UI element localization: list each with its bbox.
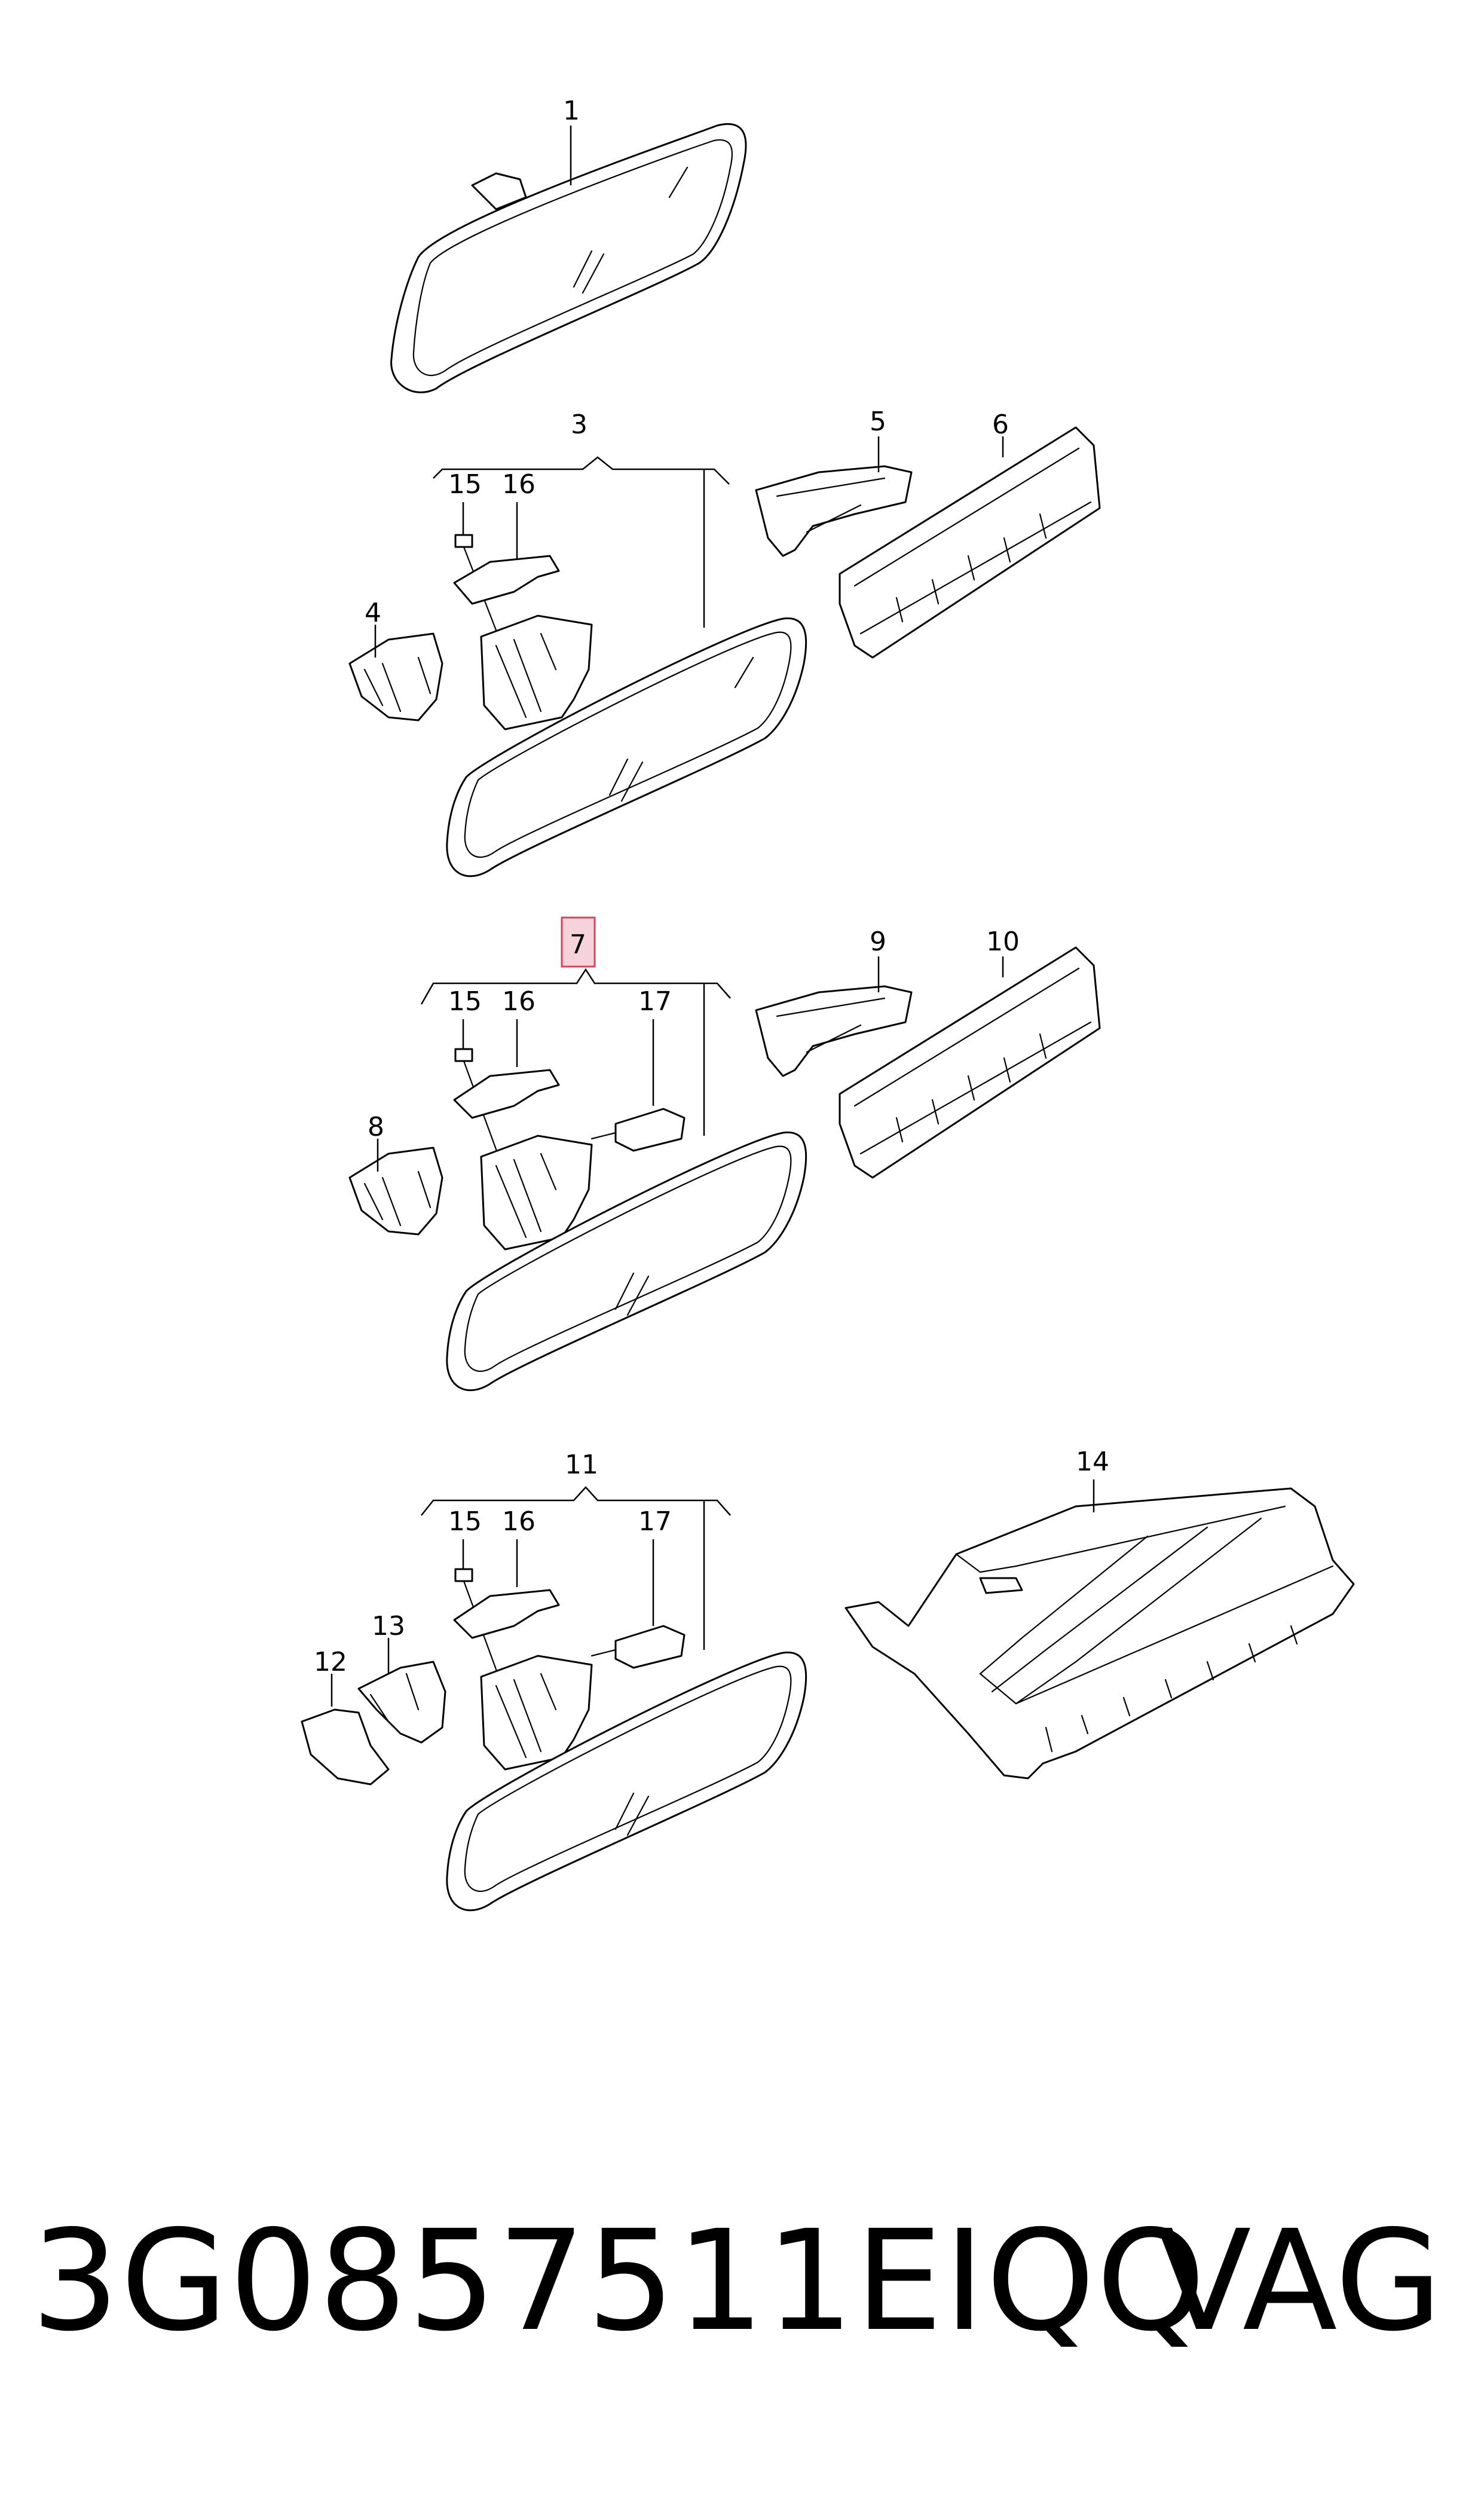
label-16: 16: [502, 986, 536, 1017]
label-14: 14: [1076, 1447, 1109, 1477]
label-15: 15: [448, 986, 482, 1017]
assembly-group-3: 3 15 16 4 5 6: [348, 406, 1101, 878]
label-9: 9: [870, 927, 886, 957]
label-12: 12: [314, 1647, 347, 1677]
label-16: 16: [502, 1506, 536, 1537]
label-3: 3: [571, 409, 588, 440]
label-11: 11: [565, 1450, 598, 1480]
label-1: 1: [563, 96, 580, 126]
label-8: 8: [368, 1112, 384, 1142]
label-15: 15: [448, 1506, 482, 1537]
label-17: 17: [638, 986, 672, 1017]
label-7-highlight: [561, 916, 596, 968]
label-5: 5: [870, 406, 886, 437]
mirror-part-1: 1: [390, 96, 747, 393]
part-number: 3G0857511EIQQ: [31, 2200, 1207, 2362]
label-13: 13: [372, 1611, 405, 1641]
label-16: 16: [502, 469, 536, 500]
label-7: 7: [570, 930, 586, 960]
label-10: 10: [986, 927, 1020, 957]
assembly-group-7: 7 15 16 17 8 9 10: [348, 916, 1101, 1392]
brand-name: VAG: [1156, 2200, 1443, 2362]
assembly-group-11: 11 15 16 17 12 13: [301, 1450, 807, 1912]
label-6: 6: [992, 409, 1009, 440]
label-15: 15: [448, 469, 482, 500]
label-17: 17: [638, 1506, 672, 1537]
trim-part-14: 14: [844, 1447, 1355, 1780]
label-4: 4: [365, 598, 381, 628]
